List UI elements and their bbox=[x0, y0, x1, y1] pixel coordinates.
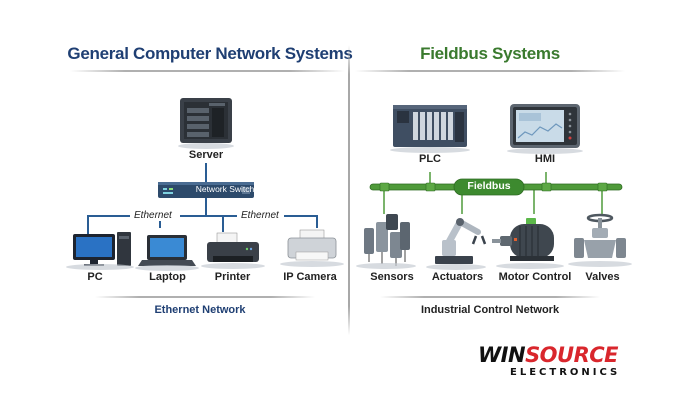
hmi-panel-icon bbox=[507, 104, 583, 154]
logo-subtitle: ELECTRONICS bbox=[510, 367, 621, 378]
fieldbus-diagram bbox=[356, 104, 632, 270]
logo-part-source: SOURCE bbox=[525, 343, 619, 367]
device-label-laptop: Laptop bbox=[149, 271, 186, 283]
device-label-actuators: Actuators bbox=[431, 271, 484, 283]
right-title-rule bbox=[355, 70, 625, 72]
laptop-icon bbox=[135, 235, 199, 271]
fieldbus-title: Fieldbus Systems bbox=[420, 44, 560, 63]
left-title-rule bbox=[70, 70, 345, 72]
network-switch-icon bbox=[158, 182, 254, 198]
robot-arm-icon bbox=[426, 218, 487, 270]
ethernet-network-caption: Ethernet Network bbox=[154, 304, 246, 316]
ethernet-links bbox=[87, 163, 318, 234]
network-switch-label: Network Switch bbox=[195, 184, 255, 194]
fieldbus-badge bbox=[453, 178, 525, 196]
sensors-icon bbox=[356, 214, 416, 269]
desktop-pc-icon bbox=[66, 232, 134, 270]
device-label-printer: Printer bbox=[214, 271, 251, 283]
panel-divider bbox=[348, 45, 350, 335]
server-icon bbox=[178, 98, 234, 149]
valve-icon bbox=[568, 213, 632, 267]
controller-label-hmi: HMI bbox=[534, 153, 556, 165]
ethernet-link-label-1: Ethernet bbox=[130, 210, 176, 221]
motor-icon bbox=[492, 218, 564, 269]
general-network-title: General Computer Network Systems bbox=[67, 44, 353, 63]
winsource-logo: WINSOURCE bbox=[478, 343, 619, 367]
logo-part-win: WIN bbox=[478, 343, 526, 367]
ethernet-link-label-2: Ethernet bbox=[237, 210, 283, 221]
pc-link bbox=[87, 215, 132, 234]
industrial-network-caption: Industrial Control Network bbox=[420, 304, 560, 316]
printer-icon bbox=[201, 232, 265, 269]
right-caption-rule bbox=[380, 296, 600, 298]
controller-label-plc: PLC bbox=[419, 153, 441, 165]
left-caption-rule bbox=[95, 296, 315, 298]
ethernet-diagram bbox=[66, 98, 344, 271]
device-label-pc: PC bbox=[87, 271, 103, 283]
fieldbus-label: Fieldbus bbox=[467, 180, 511, 192]
plc-icon bbox=[390, 105, 470, 153]
device-label-motor-control: Motor Control bbox=[498, 271, 572, 283]
device-label-valves: Valves bbox=[585, 271, 620, 283]
camera-link bbox=[284, 215, 318, 228]
ip-camera-icon bbox=[280, 229, 344, 267]
server-label: Server bbox=[188, 149, 224, 161]
fieldbus-taps bbox=[379, 182, 608, 192]
device-label-ip-camera: IP Camera bbox=[283, 271, 337, 283]
device-label-sensors: Sensors bbox=[370, 271, 414, 283]
